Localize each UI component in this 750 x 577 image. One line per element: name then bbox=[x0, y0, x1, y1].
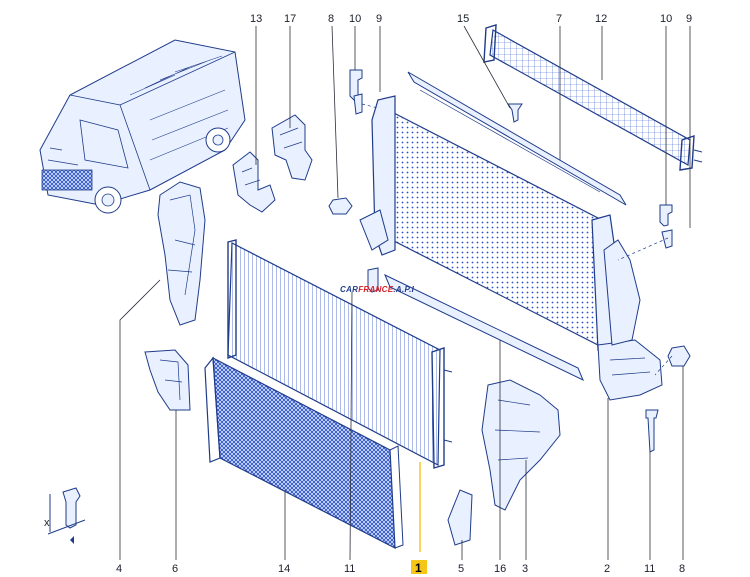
part-5-small-deflector bbox=[447, 489, 473, 546]
label-17: 17 bbox=[284, 13, 296, 25]
label-1-highlighted: 1 bbox=[415, 561, 422, 575]
label-11-left: 11 bbox=[344, 563, 355, 575]
brand-part-1: CAR bbox=[340, 285, 358, 294]
part-9-clip-right bbox=[661, 229, 673, 249]
brand-watermark: CARFRANCE.A.P.I bbox=[340, 285, 415, 294]
labels-bottom: 4 6 14 11 1 5 16 3 2 11 8 bbox=[116, 560, 685, 575]
label-15: 15 bbox=[457, 13, 469, 25]
axis-orientation-icon bbox=[47, 487, 86, 544]
label-6: 6 bbox=[172, 563, 178, 575]
part-15-push-pin bbox=[507, 103, 523, 123]
part-16-lower-rail bbox=[384, 273, 584, 382]
part-1-condenser bbox=[227, 239, 453, 469]
label-3: 3 bbox=[522, 563, 528, 575]
highlight-badge bbox=[411, 560, 427, 574]
part-7-upper-rail bbox=[407, 71, 627, 206]
label-2: 2 bbox=[604, 563, 610, 575]
part-9-clip-left bbox=[353, 93, 363, 115]
label-7: 7 bbox=[556, 13, 562, 25]
label-9-right: 9 bbox=[686, 13, 692, 25]
part-2-radiator bbox=[359, 95, 663, 401]
label-8-bottom: 8 bbox=[679, 563, 685, 575]
part-11-bolt-right bbox=[645, 409, 659, 453]
part-10-bolt-right bbox=[659, 204, 673, 227]
part-8-nut-right bbox=[667, 345, 691, 367]
van-illustration bbox=[39, 39, 246, 214]
part-8-nut-left bbox=[328, 197, 353, 215]
label-12: 12 bbox=[595, 13, 607, 25]
brand-part-3: .A.P.I bbox=[393, 285, 414, 294]
van-grille bbox=[41, 169, 93, 191]
labels-top: 13 17 8 10 9 15 7 12 10 9 bbox=[250, 13, 692, 25]
leader-lines bbox=[119, 25, 691, 561]
label-10-left: 10 bbox=[349, 13, 361, 25]
part-13-bracket bbox=[232, 151, 276, 213]
part-14-grille-panel bbox=[204, 356, 404, 550]
label-10-right: 10 bbox=[660, 13, 672, 25]
part-11-bolt-left bbox=[367, 267, 379, 293]
hardware-fasteners bbox=[328, 69, 691, 453]
brand-part-2: FRANCE bbox=[358, 285, 393, 294]
svg-text:CARFRANCE.A.P.I: CARFRANCE.A.P.I bbox=[340, 285, 415, 294]
label-14: 14 bbox=[278, 563, 290, 575]
label-16: 16 bbox=[494, 563, 506, 575]
label-9-left: 9 bbox=[376, 13, 382, 25]
part-3-deflector bbox=[481, 379, 561, 511]
label-5: 5 bbox=[458, 563, 464, 575]
label-8-top: 8 bbox=[328, 13, 334, 25]
label-13: 13 bbox=[250, 13, 262, 25]
part-6-side-shield bbox=[144, 349, 191, 411]
label-11-right: 11 bbox=[644, 563, 655, 575]
axis-label: x bbox=[44, 517, 50, 529]
part-17-clip bbox=[271, 114, 313, 181]
label-4: 4 bbox=[116, 563, 122, 575]
part-4-air-deflector bbox=[157, 181, 206, 326]
part-12-cooler bbox=[483, 24, 703, 171]
